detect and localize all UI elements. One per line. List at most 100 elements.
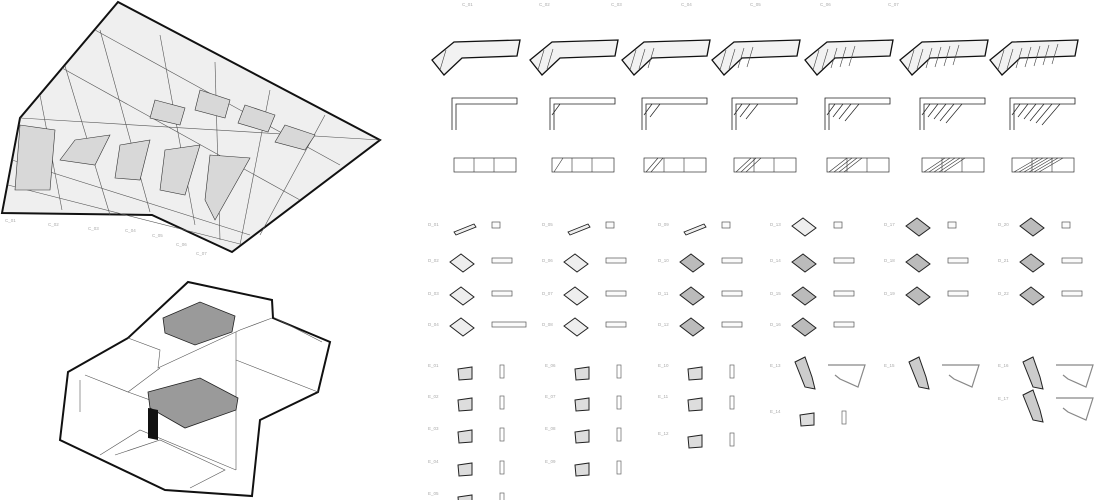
fold-line	[934, 46, 942, 68]
panel-label: D_04	[428, 322, 439, 327]
panel-label: D_22	[998, 291, 1009, 296]
axon-volume	[711, 39, 801, 76]
column-label: C_02	[539, 2, 550, 7]
section-profile	[1009, 97, 1076, 130]
panel-axon	[1019, 286, 1045, 306]
panel-item: D_21	[998, 253, 1083, 273]
panel-item: D_01	[428, 221, 501, 236]
panel-section	[499, 364, 505, 379]
section-fold	[832, 103, 844, 118]
panel-axon	[905, 286, 931, 306]
panel-axon	[679, 317, 705, 337]
panel-item: E_08	[545, 426, 622, 444]
fold-line	[839, 46, 847, 68]
panel-item: E_15	[884, 356, 980, 390]
panel-section	[833, 221, 843, 229]
strip-diagonal	[1013, 157, 1039, 173]
section-fold	[733, 103, 743, 116]
strip-diagonal	[1038, 157, 1064, 173]
panel-item: E_12	[658, 431, 735, 449]
strip-diagonal	[933, 157, 956, 173]
panel-axon	[1019, 217, 1045, 237]
panel-section	[491, 257, 513, 264]
panel-section	[729, 432, 735, 447]
panel-section	[491, 321, 527, 328]
edge-label: C_06	[176, 242, 187, 247]
panel-unfolded	[1056, 397, 1094, 421]
panel-item: D_07	[542, 286, 627, 306]
panel-item: E_13	[770, 356, 866, 390]
elevation-strip	[453, 157, 517, 173]
section-fold	[921, 103, 931, 116]
panel-item: D_06	[542, 253, 627, 273]
fold-line	[746, 46, 754, 68]
roof-terrain-lower	[147, 377, 239, 429]
panel-axon	[563, 253, 589, 273]
panel-label: E_01	[428, 363, 439, 368]
panel-label: D_17	[884, 222, 895, 227]
panel-label: D_12	[658, 322, 669, 327]
column-label: C_03	[611, 2, 622, 7]
fold-line	[1015, 47, 1023, 69]
strip-diagonal	[833, 157, 853, 173]
sequence-column: C_02	[529, 2, 619, 173]
section-profile	[641, 97, 708, 130]
panel-grid-d: D_01D_02D_03D_04D_05D_06D_07D_08D_09D_10…	[428, 217, 1083, 337]
panel-label: D_06	[542, 258, 553, 263]
panel-axon	[679, 286, 705, 306]
panel-axon	[449, 317, 475, 337]
panel-section	[605, 257, 627, 264]
panel-axon	[687, 434, 703, 449]
panel-label: D_09	[658, 222, 669, 227]
panel-section	[605, 290, 627, 297]
panel-section	[499, 492, 505, 500]
fold-line	[638, 48, 646, 70]
panel-item: E_11	[658, 394, 735, 412]
panel-item: D_03	[428, 286, 513, 306]
panel-label: D_08	[542, 322, 553, 327]
panel-section	[616, 460, 622, 475]
panel-axon	[683, 223, 707, 236]
edge-label: C_05	[152, 233, 163, 238]
panel-axon	[457, 462, 473, 477]
panel-unfolded	[1056, 364, 1094, 388]
panel-axon	[457, 397, 473, 412]
section-fold	[649, 103, 661, 118]
panel-label: D_02	[428, 258, 439, 263]
panel-section	[1061, 290, 1083, 297]
strip-diagonal	[943, 157, 966, 173]
axon-volume	[621, 39, 711, 76]
panel-section	[721, 321, 743, 328]
panel-axon	[791, 217, 817, 237]
fold-line	[1042, 44, 1050, 66]
fold-line	[916, 48, 924, 70]
panel-axon	[1022, 356, 1044, 390]
column-label: C_07	[888, 2, 899, 7]
fold-line	[439, 49, 447, 71]
panel-unfolded	[828, 364, 866, 388]
panel-item: E_07	[545, 394, 622, 412]
panel-axon	[1019, 253, 1045, 273]
massing-model-axonometric	[58, 280, 332, 498]
panel-item: D_14	[770, 253, 855, 273]
panel-axon	[905, 253, 931, 273]
panel-axon	[567, 223, 591, 236]
elevation-strip	[643, 157, 707, 173]
sequence-column: C_05	[750, 2, 894, 173]
panel-label: D_10	[658, 258, 669, 263]
panel-axon	[905, 217, 931, 237]
edge-label: C_07	[196, 251, 207, 256]
edge-label: C_02	[48, 222, 59, 227]
panel-label: D_20	[998, 222, 1009, 227]
edge-label: C_01	[5, 218, 16, 223]
strip-diagonal	[740, 157, 757, 173]
panel-axon	[791, 317, 817, 337]
strip-diagonal	[553, 157, 564, 173]
section-fold	[939, 103, 955, 122]
panel-axon	[1022, 389, 1044, 423]
panel-label: E_17	[998, 396, 1009, 401]
panel-section	[833, 257, 855, 264]
panel-axon	[687, 397, 703, 412]
strip-diagonal	[1023, 157, 1049, 173]
